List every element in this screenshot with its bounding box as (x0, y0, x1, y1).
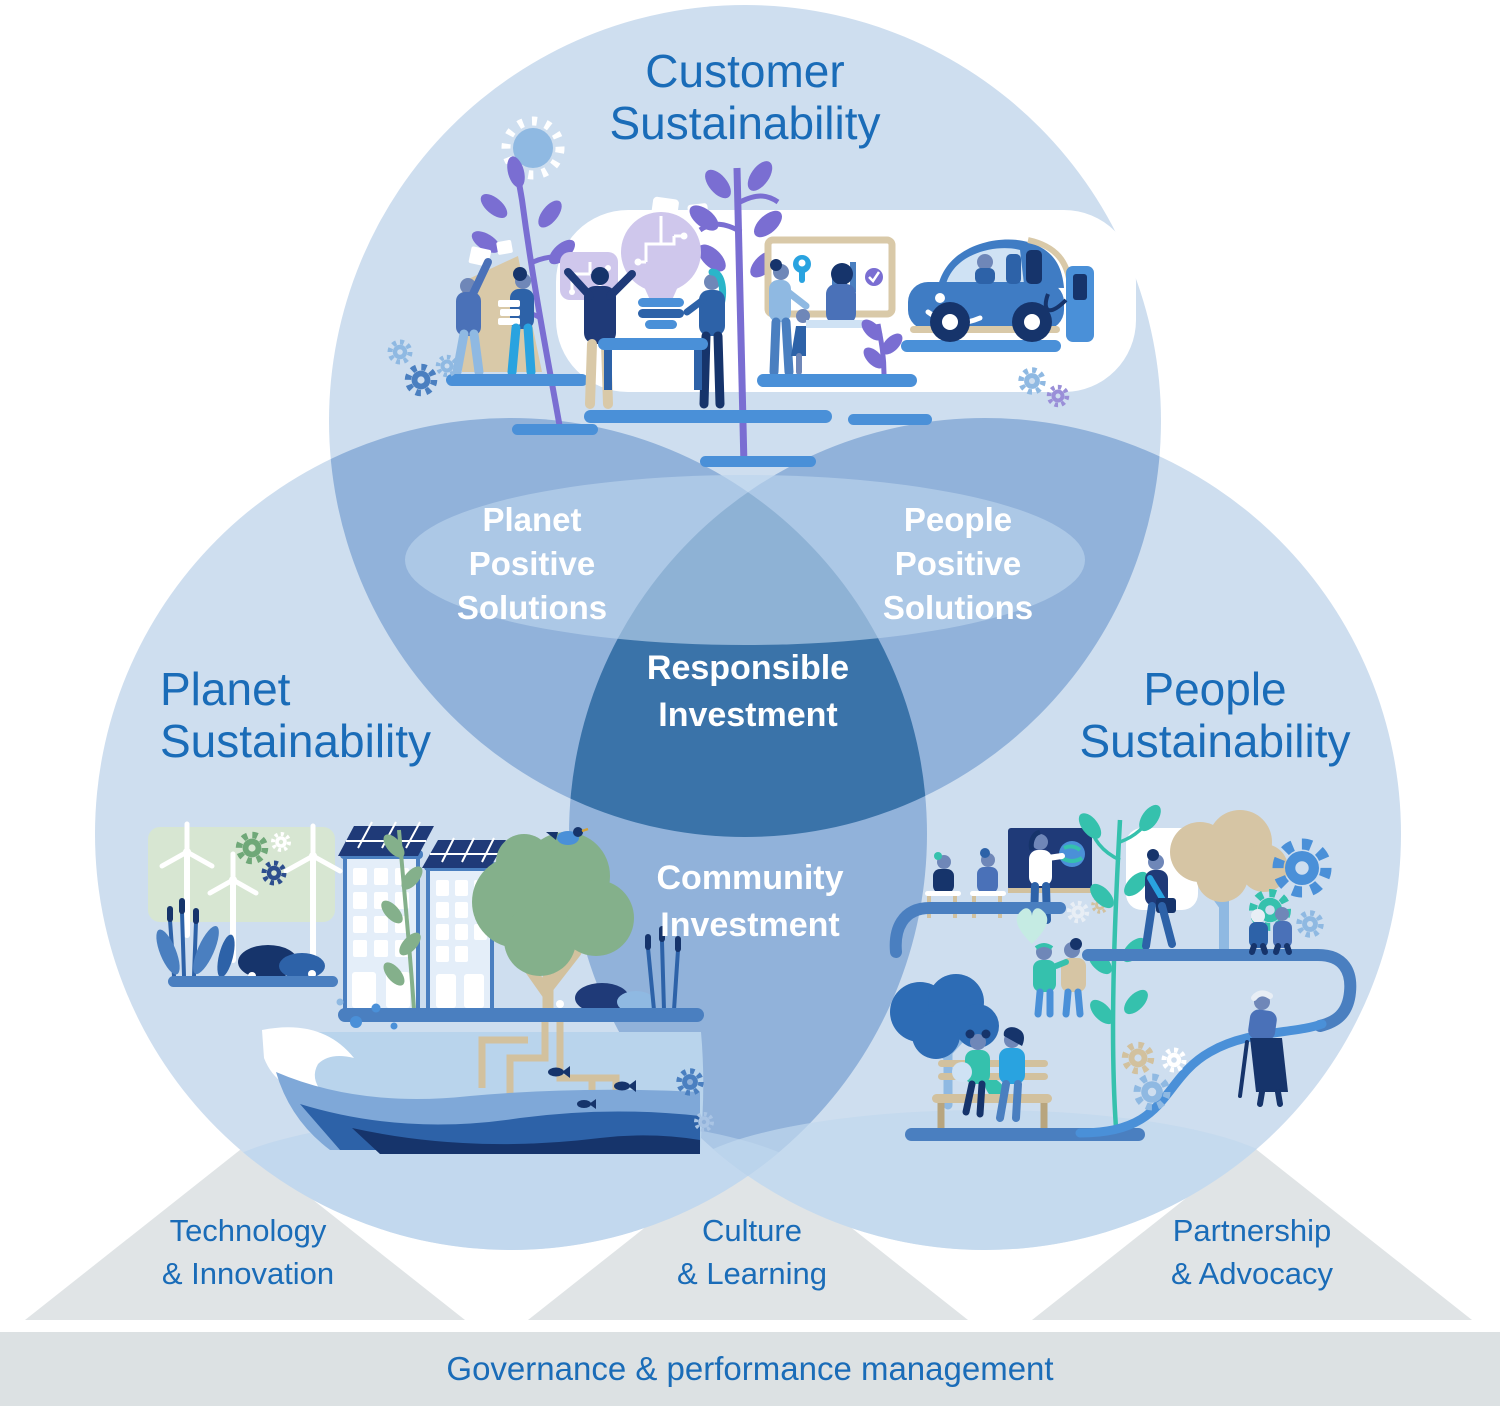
community-investment-label: Community Investment (656, 859, 844, 944)
foundation-triangle-partnership (1032, 1146, 1472, 1320)
gear-icon (1121, 1041, 1187, 1111)
fish-icon (548, 1066, 636, 1109)
tree-icon (472, 827, 634, 1018)
clerk-figure (831, 263, 853, 285)
lightbulb-idea-group (560, 212, 832, 423)
people-circle-title: People Sustainability (1079, 663, 1351, 767)
classroom-group (889, 828, 1109, 958)
lightbulb-icon (621, 212, 701, 329)
foundation-label-technology: Technology & Innovation (161, 1213, 335, 1291)
planet-circle-title: Planet Sustainability (160, 663, 432, 767)
cane-icon (1238, 1040, 1249, 1098)
service-desk-group (757, 236, 932, 425)
plants-icon (556, 926, 681, 1013)
ground-platform (338, 1008, 704, 1022)
sun-icon (501, 116, 565, 180)
building-icon (338, 821, 434, 1014)
winding-path (1075, 1019, 1327, 1138)
gear-icon (1018, 367, 1070, 408)
foundation-label-culture: Culture & Learning (677, 1213, 827, 1291)
people-positive-solutions-label: People Positive Solutions (882, 501, 1034, 626)
vine-icon (381, 829, 423, 1011)
gear-icon (387, 339, 459, 397)
tree-icon (890, 974, 999, 1110)
plants-icon (156, 898, 338, 987)
electric-car-icon (901, 237, 1094, 352)
globe-icon (1059, 841, 1085, 867)
wave-icon (262, 998, 704, 1154)
driver-figure (977, 254, 993, 270)
customer-circle-title: Customer Sustainability (609, 45, 881, 149)
governance-bar (0, 1332, 1500, 1406)
foundation-triangle-technology (25, 1146, 465, 1320)
solar-panel-icon (422, 837, 506, 868)
gear-icon (235, 831, 291, 886)
building-icon (422, 837, 506, 1014)
charging-station-icon (1043, 266, 1094, 342)
customer-illustration (387, 116, 1136, 645)
foundation-triangles (25, 1146, 1472, 1320)
wind-turbine-icon (159, 821, 215, 938)
park-group (890, 974, 1327, 1141)
green-field (148, 827, 335, 922)
governance-label: Governance & performance management (446, 1350, 1054, 1387)
elderly-figure (1238, 990, 1288, 1107)
tree-icon (1170, 810, 1288, 957)
heart-icon (1016, 908, 1048, 944)
people-collaborating-figures (446, 240, 588, 386)
classroom-platform (889, 902, 1066, 958)
gear-icon (676, 1068, 714, 1132)
walkway-group (1082, 907, 1357, 1032)
couple-figures (1033, 938, 1086, 1018)
responsible-investment-label: Responsible Investment (646, 649, 850, 734)
family-figures (952, 1027, 1025, 1122)
foundation-label-partnership: Partnership & Advocacy (1171, 1213, 1333, 1291)
vine-icon (984, 804, 1161, 1129)
tree-icon (689, 161, 816, 467)
foundation-triangle-culture (528, 1146, 968, 1320)
planet-illustration (148, 821, 821, 1250)
bird-icon (546, 827, 589, 845)
wind-turbine-icon (283, 823, 343, 959)
couple-figures (1249, 907, 1292, 955)
planet-positive-solutions-label: Planet Positive Solutions (456, 501, 608, 626)
ground-wash (405, 475, 1085, 645)
walking-man-figure (1142, 849, 1176, 950)
